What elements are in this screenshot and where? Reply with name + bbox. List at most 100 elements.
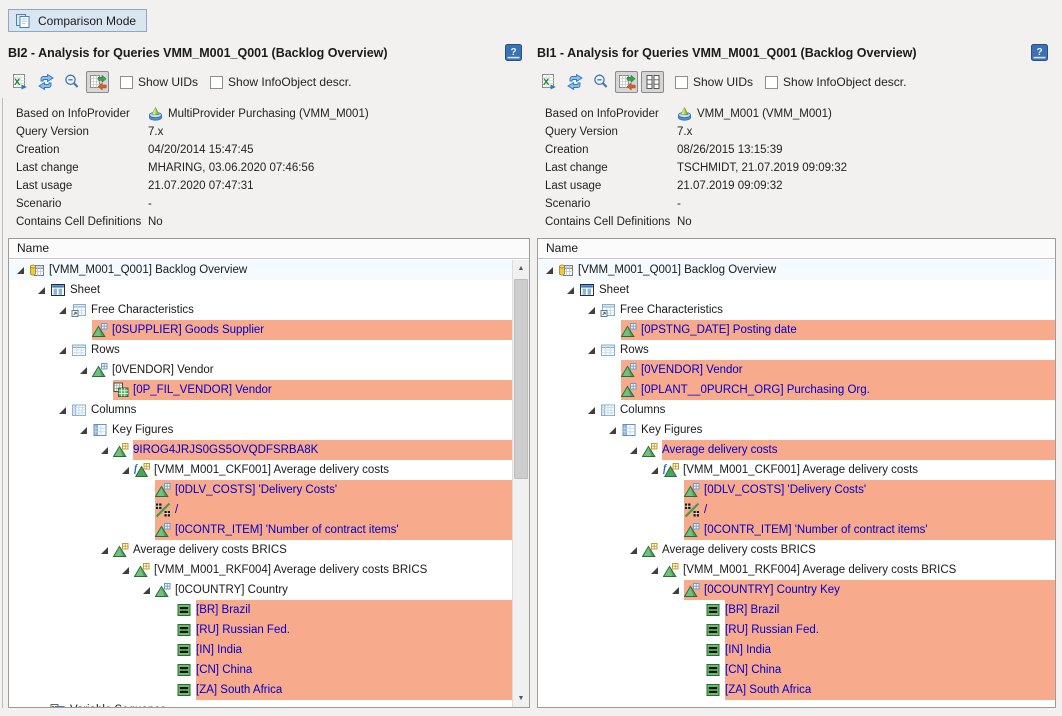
tree-node[interactable]: [BR] Brazil (9, 600, 512, 620)
expander-icon[interactable] (141, 583, 155, 597)
swap-button[interactable] (563, 71, 586, 93)
tree-node[interactable]: Columns (9, 400, 512, 420)
tree-node[interactable]: Key Figures (9, 420, 512, 440)
expander-icon[interactable] (628, 543, 642, 557)
tree-node[interactable]: Average delivery costs BRICS (9, 540, 512, 560)
tree-node[interactable]: [ZA] South Africa (9, 680, 512, 700)
scroll-thumb[interactable] (514, 279, 528, 479)
show-infoobject-descr-checkbox[interactable] (765, 76, 778, 89)
tree-node[interactable]: [0VENDOR] Vendor (9, 360, 512, 380)
show-uids-checkbox[interactable] (675, 76, 688, 89)
tree-node[interactable]: Variable Sequence (9, 700, 512, 707)
compare-button[interactable] (86, 71, 109, 93)
tree-node[interactable]: [IN] India (538, 640, 1055, 660)
expander-icon[interactable] (99, 443, 113, 457)
expander-icon[interactable] (649, 563, 663, 577)
tree-node[interactable]: [CN] China (538, 660, 1055, 680)
tree-node[interactable]: [0P_FIL_VENDOR] Vendor (9, 380, 512, 400)
expander-spacer (162, 603, 176, 617)
tree-node[interactable]: [RU] Russian Fed. (9, 620, 512, 640)
expander-icon[interactable] (36, 703, 50, 707)
tree-node[interactable]: Columns (538, 400, 1055, 420)
expander-icon[interactable] (57, 343, 71, 357)
tree-node[interactable]: [IN] India (9, 640, 512, 660)
tree-column-header[interactable]: Name (9, 239, 529, 259)
grid-view-button[interactable] (641, 71, 664, 93)
tree-node[interactable]: [0DLV_COSTS] 'Delivery Costs' (9, 480, 512, 500)
tree-node[interactable]: Sheet (538, 280, 1055, 300)
expander-icon[interactable] (120, 463, 134, 477)
excel-export-button[interactable]: X (537, 71, 560, 93)
scroll-up-button[interactable]: ▲ (513, 260, 529, 277)
expander-icon[interactable] (78, 363, 92, 377)
tree-node[interactable]: [VMM_M001_RKF004] Average delivery costs… (9, 560, 512, 580)
help-icon[interactable]: ? (505, 44, 522, 61)
tree-node[interactable]: [ZA] South Africa (538, 680, 1055, 700)
tree-node[interactable]: [0PLANT__0PURCH_ORG] Purchasing Org. (538, 380, 1055, 400)
expander-icon[interactable] (628, 443, 642, 457)
expander-icon[interactable] (57, 403, 71, 417)
tree-node[interactable]: [VMM_M001_RKF004] Average delivery costs… (538, 560, 1055, 580)
tree-node[interactable]: Average delivery costs BRICS (538, 540, 1055, 560)
tree-node[interactable]: [0PSTNG_DATE] Posting date (538, 320, 1055, 340)
tree-node[interactable]: Key Figures (538, 420, 1055, 440)
expander-icon[interactable] (565, 283, 579, 297)
swap-button[interactable] (34, 71, 57, 93)
tree-node[interactable]: Rows (538, 340, 1055, 360)
tree-node[interactable]: [0CONTR_ITEM] 'Number of contract items' (538, 520, 1055, 540)
expander-spacer (691, 683, 705, 697)
tree-node[interactable]: [0VENDOR] Vendor (538, 360, 1055, 380)
excel-export-button[interactable]: X (8, 71, 31, 93)
expander-icon[interactable] (544, 263, 558, 277)
tree-node-label: [CN] China (725, 664, 785, 676)
metadata-label: Last change (545, 162, 673, 174)
expander-icon[interactable] (586, 303, 600, 317)
expander-icon[interactable] (78, 423, 92, 437)
zoom-out-button[interactable] (589, 71, 612, 93)
show-infoobject-descr-checkbox[interactable] (210, 76, 223, 89)
tree-node[interactable]: [0DLV_COSTS] 'Delivery Costs' (538, 480, 1055, 500)
tree-node[interactable]: / (9, 500, 512, 520)
scroll-down-button[interactable]: ▼ (513, 690, 529, 707)
tree-column-header[interactable]: Name (538, 239, 1055, 259)
show-uids-checkbox[interactable] (120, 76, 133, 89)
tree-node[interactable]: [VMM_M001_Q001] Backlog Overview (538, 260, 1055, 280)
zoom-out-icon (63, 73, 81, 91)
tree-node[interactable]: [0SUPPLIER] Goods Supplier (9, 320, 512, 340)
metadata-row: Contains Cell DefinitionsNo (16, 213, 530, 231)
expander-icon[interactable] (649, 463, 663, 477)
vertical-scrollbar[interactable]: ▲▼ (512, 260, 529, 707)
expander-icon[interactable] (36, 283, 50, 297)
help-icon[interactable]: ? (1031, 44, 1048, 61)
expander-icon[interactable] (120, 563, 134, 577)
comparison-mode-button[interactable]: Comparison Mode (8, 9, 147, 32)
zoom-out-button[interactable] (60, 71, 83, 93)
tree-node[interactable]: f[VMM_M001_CKF001] Average delivery cost… (538, 460, 1055, 480)
expander-icon[interactable] (57, 303, 71, 317)
tree-node[interactable]: Average delivery costs (538, 440, 1055, 460)
tree-node[interactable]: [RU] Russian Fed. (538, 620, 1055, 640)
tree-node[interactable]: [BR] Brazil (538, 600, 1055, 620)
tree-node[interactable]: Sheet (9, 280, 512, 300)
expander-icon[interactable] (586, 403, 600, 417)
tree-node[interactable]: Rows (9, 340, 512, 360)
expander-icon[interactable] (607, 423, 621, 437)
tree-node[interactable]: [CN] China (9, 660, 512, 680)
metadata-label: Based on InfoProvider (545, 108, 673, 120)
expander-icon[interactable] (670, 583, 684, 597)
tree-node[interactable]: [0CONTR_ITEM] 'Number of contract items' (9, 520, 512, 540)
tree-node[interactable]: [0COUNTRY] Country Key (538, 580, 1055, 600)
expander-icon[interactable] (15, 263, 29, 277)
tree-node[interactable]: 9IROG4JRJS0GS5OVQDFSRBA8K (9, 440, 512, 460)
tree-node[interactable]: [VMM_M001_Q001] Backlog Overview (9, 260, 512, 280)
expander-icon[interactable] (586, 343, 600, 357)
tree-node[interactable]: f[VMM_M001_CKF001] Average delivery cost… (9, 460, 512, 480)
tree-node[interactable]: / (538, 500, 1055, 520)
tree-node[interactable]: Free Characteristics (9, 300, 512, 320)
expander-icon[interactable] (99, 543, 113, 557)
operator-icon (684, 502, 700, 518)
tree-node[interactable]: [0COUNTRY] Country (9, 580, 512, 600)
panel-toolbar: XShow UIDsShow InfoObject descr. (8, 70, 351, 94)
compare-button[interactable] (615, 71, 638, 93)
tree-node[interactable]: Free Characteristics (538, 300, 1055, 320)
